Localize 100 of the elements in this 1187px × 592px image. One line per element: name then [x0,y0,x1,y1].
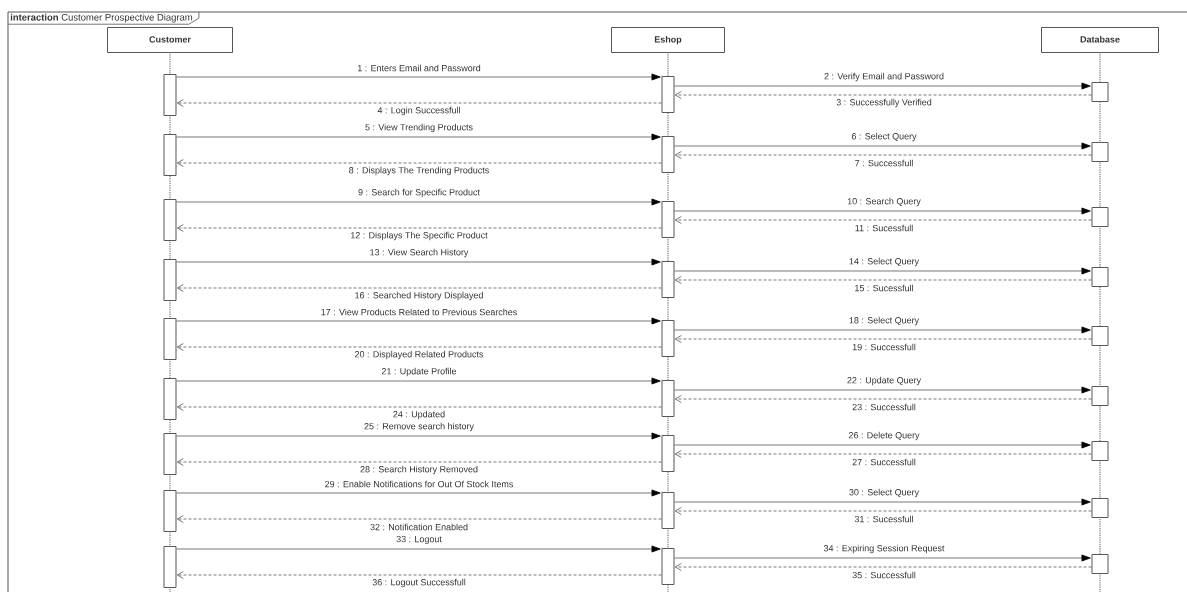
message-arrow [176,198,661,206]
message-arrow [176,377,661,385]
activation-bar [1091,554,1109,574]
message-arrow [176,73,661,81]
message-label: 25 : Remove search history [363,422,475,432]
message-arrow [674,386,1091,394]
message-label: 10 : Search Query [846,197,922,207]
message-arrow [674,216,1092,224]
activation-bar [661,76,675,113]
message-label: 16 : Searched History Displayed [354,291,484,301]
message-label: 33 : Logout [395,535,443,545]
lifeline-head: Database [1041,27,1159,53]
activation-bar [661,548,675,585]
activation-bar [1091,386,1109,406]
activation-bar [163,318,177,360]
activation-bar [1091,142,1109,162]
message-arrow [674,450,1092,458]
message-arrow [176,432,661,440]
activation-bar [661,380,675,417]
message-arrow [674,498,1091,506]
message-label: 21 : Update Profile [380,367,458,377]
message-label: 36 : Logout Successfull [371,578,467,588]
message-arrow [176,545,661,553]
message-label: 27 : Successfull [851,458,917,466]
message-arrow [176,403,662,411]
message-label: 2 : Verify Email and Password [823,72,945,82]
message-arrow [674,507,1092,515]
message-label: 11 : Sucessfull [854,224,914,232]
message-label: 34 : Expiring Session Request [823,544,945,554]
message-label: 17 : View Products Related to Previous Searches [320,308,518,316]
activation-bar [1091,498,1109,518]
activation-bar [661,261,675,298]
message-arrow [674,91,1092,99]
message-arrow [674,554,1091,562]
message-label: 7 : Successfull [854,159,914,167]
message-label: 9 : Search for Specific Product [357,188,481,198]
message-arrow [674,335,1092,343]
message-arrow [674,563,1092,571]
message-arrow [176,515,662,523]
message-label: 13 : View Search History [369,248,469,258]
message-label: 18 : Select Query [848,316,920,326]
message-label: 30 : Select Query [848,488,920,498]
message-arrow [176,317,661,325]
activation-bar [1091,441,1109,461]
message-label: 29 : Enable Notifications for Out Of Stock Items [324,480,514,488]
activation-bar [163,490,177,532]
activation-bar [163,433,177,475]
activation-bar [1091,207,1109,227]
message-arrow [674,207,1091,215]
message-arrow [674,82,1091,90]
message-label: 6 : Select Query [850,132,918,142]
message-arrow [674,142,1091,150]
message-arrow [176,571,662,579]
lifeline-head: Eshop [611,27,725,53]
message-label: 31 : Sucessfull [853,515,915,523]
message-label: 35 : Successfull [851,571,917,579]
message-arrow [176,258,661,266]
message-label: 14 : Select Query [848,257,920,267]
activation-bar [661,201,675,238]
message-arrow [674,276,1092,284]
activation-bar [163,259,177,301]
activation-bar [163,134,177,176]
message-label: 4 : Login Successfull [376,106,462,116]
message-arrow [176,458,662,466]
activation-bar [163,546,177,588]
activation-bar [661,320,675,357]
message-arrow [176,284,662,292]
message-arrow [176,343,662,351]
message-label: 1 : Enters Email and Password [356,64,482,72]
message-label: 5 : View Trending Products [364,123,474,133]
message-label: 28 : Search History Removed [359,465,479,475]
message-arrow [176,224,662,232]
message-label: 3 : Successfully Verified [835,98,933,108]
message-arrow [674,151,1092,159]
message-label: 26 : Delete Query [847,431,921,441]
message-label: 20 : Displayed Related Products [354,350,484,360]
activation-bar [1091,267,1109,287]
message-label: 23 : Successfull [851,403,917,411]
activation-bar [163,199,177,241]
activation-bar [661,492,675,529]
message-label: 15 : Sucessfull [853,284,915,292]
message-arrow [674,441,1091,449]
message-label: 32 : Notification Enabled [369,523,469,531]
message-label: 22 : Update Query [846,376,922,386]
activation-bar [661,435,675,472]
activation-bar [661,136,675,173]
message-arrow [674,395,1092,403]
activation-bar [163,378,177,420]
message-arrow [674,326,1091,334]
lifeline-head: Customer [107,27,233,53]
message-arrow [176,489,661,497]
message-arrow [176,99,662,107]
activation-bar [1091,326,1109,346]
message-label: 8 : Displays The Trending Products [348,166,490,176]
message-arrow [674,267,1091,275]
message-label: 12 : Displays The Specific Product [349,231,489,241]
activation-bar [1091,82,1109,102]
message-arrow [176,133,661,141]
message-arrow [176,159,662,167]
message-label: 24 : Updated [392,410,446,420]
